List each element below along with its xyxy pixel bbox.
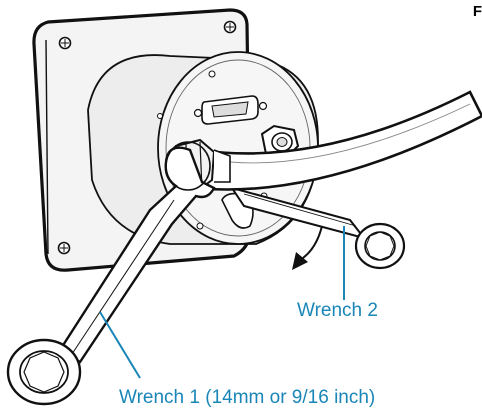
wrench-2-label: Wrench 2 xyxy=(297,300,378,321)
corner-text: F xyxy=(472,3,482,20)
wrench-1-label: Wrench 1 (14mm or 9/16 inch) xyxy=(119,387,376,408)
plate-screw-icon xyxy=(58,36,72,50)
rotation-arrow-icon xyxy=(292,225,323,270)
wrench1-leader xyxy=(99,311,141,379)
face-screw-icon xyxy=(196,222,204,230)
face-screw-icon xyxy=(208,70,216,78)
plate-screw-icon xyxy=(223,20,237,34)
face-screw-icon xyxy=(157,113,163,119)
hose-highlight xyxy=(211,103,471,164)
plate-screw-icon xyxy=(57,241,71,255)
wrench-2 xyxy=(229,186,406,270)
mounting-plate-edge xyxy=(45,39,49,255)
dsub-connector-icon xyxy=(193,95,268,125)
wrench-1 xyxy=(6,141,216,406)
